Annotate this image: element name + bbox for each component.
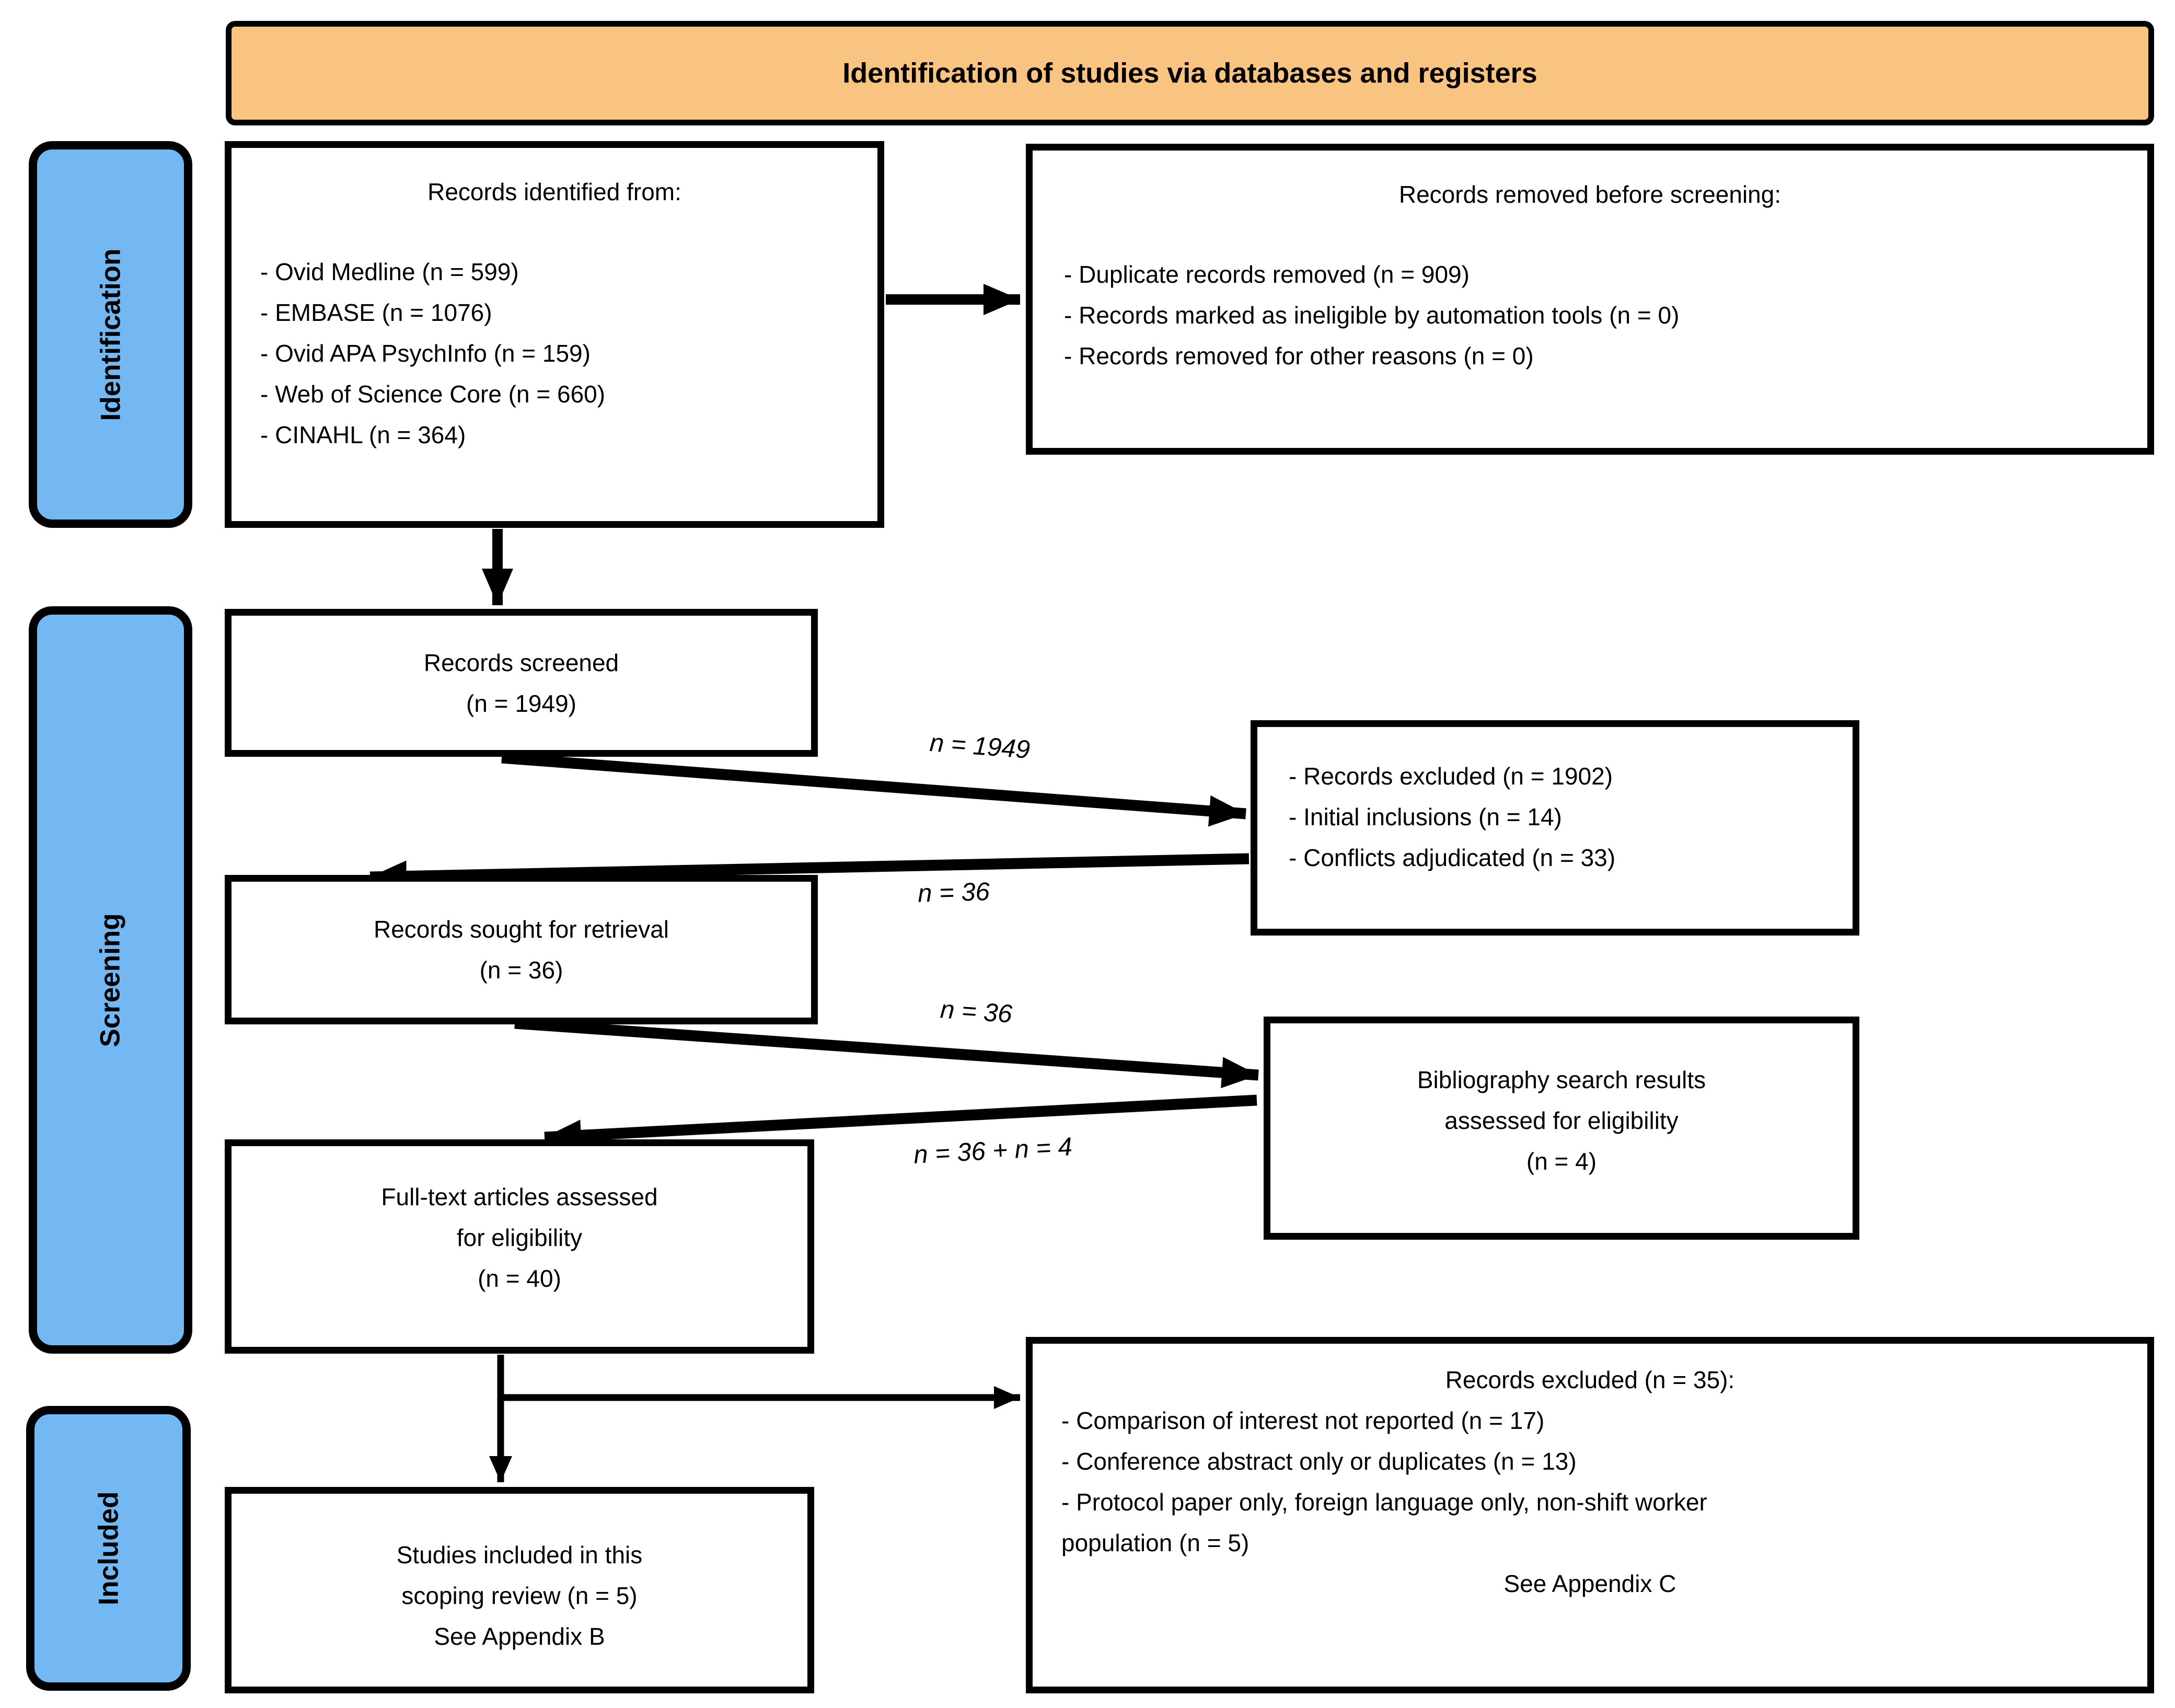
- stage-screening: Screening: [29, 606, 192, 1354]
- arrow-bibliography-to-fulltext: [544, 1094, 1257, 1151]
- excluded-fulltext-item: - Protocol paper only, foreign language …: [1061, 1488, 1707, 1516]
- database-item: - EMBASE (n = 1076): [260, 299, 492, 326]
- removed-item: - Records removed for other reasons (n =…: [1064, 342, 1534, 370]
- excluded-fulltext-item: - Comparison of interest not reported (n…: [1061, 1407, 1545, 1434]
- box-bibliography-search: Bibliography search results assessed for…: [1264, 1017, 1859, 1240]
- records-screened-count: (n = 1949): [466, 689, 576, 717]
- label-n-36-return: n = 36: [917, 878, 990, 908]
- label-n-36-bibliography: n = 36: [939, 995, 1013, 1029]
- studies-included-line: scoping review (n = 5): [401, 1582, 638, 1609]
- fulltext-line: Full-text articles assessed: [381, 1183, 658, 1210]
- bibliography-count: (n = 4): [1526, 1147, 1597, 1175]
- excluded-screening-item: - Initial inclusions (n = 14): [1289, 803, 1562, 830]
- removed-item: - Duplicate records removed (n = 909): [1064, 261, 1470, 288]
- arrow-excluded-to-sought: [369, 853, 1250, 892]
- box-records-sought: Records sought for retrieval (n = 36): [225, 875, 818, 1024]
- excluded-fulltext-item: population (n = 5): [1061, 1529, 1250, 1556]
- database-item: - CINAHL (n = 364): [260, 421, 466, 448]
- box-fulltext-assessed: Full-text articles assessed for eligibil…: [225, 1139, 814, 1354]
- arrow-screened-to-excluded: [501, 752, 1246, 827]
- bibliography-line: Bibliography search results: [1417, 1066, 1706, 1093]
- fulltext-count: (n = 40): [478, 1264, 561, 1292]
- database-item: - Ovid Medline (n = 599): [260, 258, 519, 285]
- stage-identification-label: Identification: [95, 248, 126, 421]
- stage-identification: Identification: [29, 141, 192, 528]
- box-studies-included: Studies included in this scoping review …: [225, 1487, 814, 1693]
- box-records-identified: Records identified from: - Ovid Medline …: [225, 141, 884, 528]
- removed-item: - Records marked as ineligible by automa…: [1064, 302, 1680, 329]
- stage-included-label: Included: [93, 1491, 124, 1606]
- banner: Identification of studies via databases …: [226, 21, 2154, 125]
- banner-title: Identification of studies via databases …: [842, 57, 1537, 89]
- database-item: - Ovid APA PsychInfo (n = 159): [260, 340, 591, 367]
- excluded-fulltext-appendix: See Appendix C: [1503, 1570, 1676, 1597]
- box-records-screened: Records screened (n = 1949): [225, 609, 818, 757]
- arrow-sought-to-bibliography: [514, 1018, 1259, 1089]
- studies-included-appendix: See Appendix B: [434, 1622, 605, 1650]
- excluded-screening-item: - Conflicts adjudicated (n = 33): [1289, 844, 1616, 871]
- bibliography-line: assessed for eligibility: [1444, 1106, 1679, 1134]
- stage-included: Included: [26, 1406, 191, 1691]
- box-records-removed: Records removed before screening: - Dupl…: [1026, 144, 2154, 455]
- records-screened-line: Records screened: [423, 649, 619, 676]
- excluded-fulltext-title: Records excluded (n = 35):: [1445, 1366, 1735, 1393]
- records-sought-line: Records sought for retrieval: [373, 916, 669, 943]
- database-item: - Web of Science Core (n = 660): [260, 380, 606, 408]
- records-identified-title: Records identified from:: [427, 178, 681, 205]
- studies-included-line: Studies included in this: [396, 1541, 643, 1568]
- excluded-screening-item: - Records excluded (n = 1902): [1289, 763, 1613, 790]
- excluded-fulltext-item: - Conference abstract only or duplicates…: [1061, 1448, 1577, 1475]
- stage-screening-label: Screening: [95, 913, 126, 1047]
- box-records-excluded-screening: - Records excluded (n = 1902) - Initial …: [1251, 720, 1859, 936]
- fulltext-line: for eligibility: [456, 1224, 583, 1251]
- box-records-excluded-fulltext: Records excluded (n = 35): - Comparison …: [1026, 1337, 2154, 1693]
- records-removed-title: Records removed before screening:: [1398, 181, 1781, 208]
- records-sought-count: (n = 36): [479, 956, 563, 984]
